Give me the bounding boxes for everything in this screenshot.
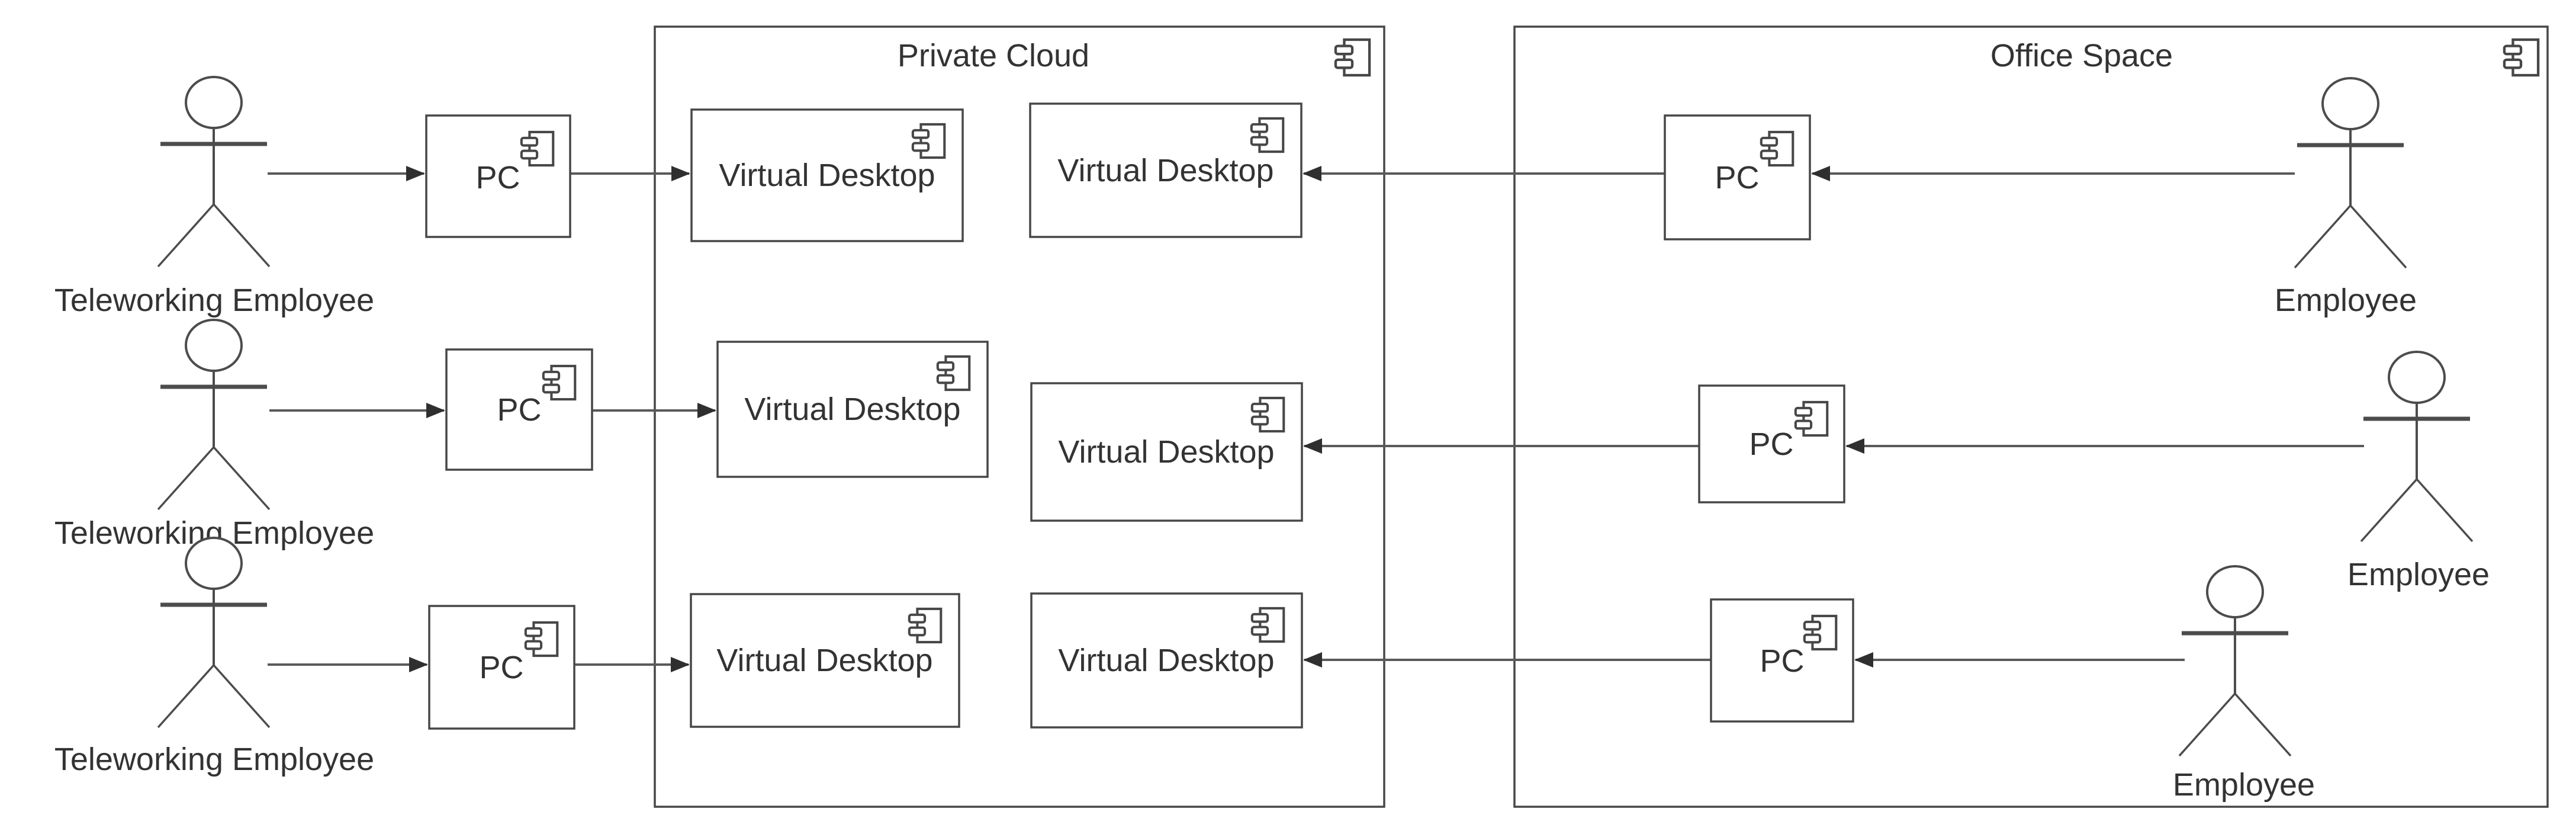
actor-employee: Employee bbox=[2275, 78, 2417, 318]
virtual-desktop-node: Virtual Desktop bbox=[1030, 592, 1303, 729]
pc-node: PC bbox=[1698, 384, 1845, 503]
stick-figure-icon bbox=[158, 538, 269, 727]
actor-label: Employee bbox=[2173, 767, 2315, 803]
stick-figure-icon bbox=[158, 77, 269, 267]
virtual-desktop-node: Virtual Desktop bbox=[690, 108, 964, 242]
pc-node: PC bbox=[1710, 598, 1854, 723]
virtual-desktop-node: Virtual Desktop bbox=[1030, 382, 1303, 522]
pc-node: PC bbox=[1664, 114, 1811, 240]
actor-teleworking-employee: Teleworking Employee bbox=[54, 538, 374, 777]
actor-employee: Employee bbox=[2347, 352, 2490, 592]
actor-label: Teleworking Employee bbox=[54, 742, 374, 777]
private-cloud-title: Private Cloud bbox=[898, 38, 1089, 73]
virtual-desktop-label: Virtual Desktop bbox=[1058, 643, 1274, 678]
pc-node: PC bbox=[428, 605, 575, 730]
connectors bbox=[268, 166, 2364, 672]
pc-label: PC bbox=[1760, 643, 1804, 679]
pc-label: PC bbox=[475, 160, 520, 195]
pc-label: PC bbox=[497, 392, 541, 428]
virtual-desktop-node: Virtual Desktop bbox=[690, 593, 960, 728]
actor-teleworking-employee: Teleworking Employee bbox=[54, 320, 374, 551]
virtual-desktop-label: Virtual Desktop bbox=[719, 158, 935, 193]
actor-label: Employee bbox=[2347, 557, 2490, 592]
virtual-desktop-label: Virtual Desktop bbox=[1057, 153, 1273, 188]
actor-teleworking-employee: Teleworking Employee bbox=[54, 77, 374, 318]
actor-label: Employee bbox=[2275, 283, 2417, 318]
pc-node: PC bbox=[425, 114, 571, 238]
office-space-title: Office Space bbox=[1990, 38, 2173, 73]
pc-label: PC bbox=[479, 650, 523, 685]
pc-node: PC bbox=[445, 348, 593, 471]
virtual-desktop-node: Virtual Desktop bbox=[1029, 102, 1303, 238]
stick-figure-icon bbox=[158, 320, 269, 509]
actor-employee: Employee bbox=[2173, 566, 2315, 803]
virtual-desktop-label: Virtual Desktop bbox=[744, 392, 960, 427]
actor-label: Teleworking Employee bbox=[54, 283, 374, 318]
virtual-desktop-label: Virtual Desktop bbox=[716, 643, 932, 678]
pc-label: PC bbox=[1715, 160, 1759, 195]
pc-label: PC bbox=[1749, 426, 1793, 462]
virtual-desktop-label: Virtual Desktop bbox=[1058, 434, 1274, 470]
virtual-desktop-node: Virtual Desktop bbox=[716, 341, 989, 478]
